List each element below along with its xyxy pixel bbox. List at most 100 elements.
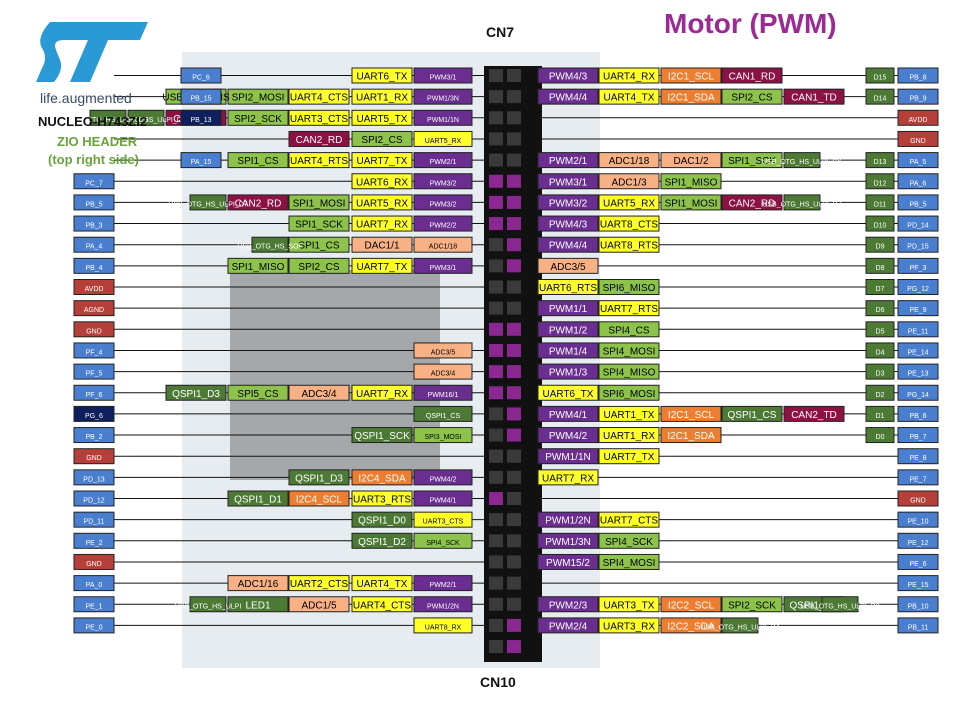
header-pin (507, 132, 521, 146)
left-pin-box-label: PB_13 (190, 117, 211, 124)
right-pin-box-label: PE_7 (909, 476, 926, 483)
right-pin-box (897, 575, 939, 592)
left-signal-box (351, 109, 413, 126)
right-pin-box (897, 617, 939, 634)
right-pin-box (897, 236, 939, 253)
right-signal-box (598, 194, 660, 211)
right-signal-box-label: PWM4/1 (549, 410, 588, 421)
right-pin-box (897, 215, 939, 232)
left-signal-box (413, 109, 473, 126)
left-signal-box (413, 511, 473, 528)
left-signal-box (413, 173, 473, 190)
left-signal-box-label: UART5_RX (356, 198, 408, 209)
arduino-pin-box (865, 173, 895, 190)
header-pin (507, 555, 521, 569)
left-signal-box-label: QSPI1_D2 (358, 537, 406, 548)
right-signal-box (721, 194, 783, 211)
left-signal-box (351, 575, 413, 592)
left-pin-box (73, 257, 115, 274)
header-pin (507, 576, 521, 590)
right-signal-box-label: I2C1_SDA (667, 93, 715, 104)
left-pin-box (73, 173, 115, 190)
right-signal-box (660, 427, 722, 444)
arduino-pin-box (865, 300, 895, 317)
left-pin-box (73, 300, 115, 317)
left-signal-box-label: CAN2_RD (235, 198, 282, 209)
arduino-pin-box-label: D1 (876, 413, 885, 420)
left-signal-box (413, 575, 473, 592)
left-signal-box (413, 532, 473, 549)
zio-header-label: ZIO HEADER (57, 134, 138, 149)
right-pin-box (897, 152, 939, 169)
left-signal-box (351, 490, 413, 507)
right-signal-box-label: PWM1/1 (549, 304, 588, 315)
left-signal-box-label: UART5_TX (357, 114, 408, 125)
header-pin (507, 174, 521, 188)
left-pin-box-label: PE_2 (85, 540, 102, 547)
left-signal-box-label: QSPI1_CS (426, 413, 461, 420)
left-signal-box (413, 427, 473, 444)
left-signal-box-label: UART3_CTS (290, 114, 348, 125)
left-signal-box-label: PWM4/1 (430, 498, 457, 505)
right-pin-box (897, 427, 939, 444)
right-signal-box (660, 405, 722, 422)
right-pin-box-label: PE_14 (907, 349, 928, 356)
left-pin-box (73, 532, 115, 549)
right-signal-box-label: QSPI1_CS (728, 410, 777, 421)
right-pin-box (897, 342, 939, 359)
right-signal-box (537, 236, 599, 253)
st-logo-icon (36, 22, 148, 82)
left-signal-box (288, 596, 350, 613)
right-signal-box (598, 363, 660, 380)
right-signal-box (660, 194, 722, 211)
header-pin (507, 217, 521, 231)
left-signal-box (288, 490, 350, 507)
right-signal-box (598, 596, 660, 613)
right-pin-box-label: PA_5 (910, 159, 927, 166)
left-signal-box (227, 490, 289, 507)
left-signal-box-label: PWM4/2 (430, 476, 457, 483)
left-signal-box-label: UART4_CTS (353, 600, 411, 611)
header-pin (507, 111, 521, 125)
right-pin-box-label: GND (910, 498, 926, 505)
left-signal-box-label: SPI2_MOSI (232, 93, 285, 104)
left-pin-box-label: AGND (84, 307, 104, 314)
left-signal-box (288, 575, 350, 592)
right-signal-box-label: USB_OTG_HS_ULPI_D4 (700, 624, 779, 631)
arduino-pin-box (865, 67, 895, 84)
right-pin-box-label: PE_15 (907, 582, 928, 589)
right-signal-box (721, 67, 783, 84)
arduino-pin-box-label: D14 (874, 96, 887, 103)
left-signal-box (413, 236, 473, 253)
left-signal-box-label: PWM1/3N (427, 96, 459, 103)
header-pin (507, 90, 521, 104)
left-signal-box (288, 236, 350, 253)
right-signal-box (537, 363, 599, 380)
header-pin (507, 365, 521, 379)
header-pin (507, 618, 521, 632)
right-pin-box-label: GND (910, 138, 926, 145)
right-signal-box (537, 469, 599, 486)
header-pin (489, 322, 503, 336)
header-pin (507, 492, 521, 505)
right-signal-box (537, 532, 599, 549)
left-signal-box-label: QSPI1_D3 (295, 473, 343, 484)
right-pin-box-label: PB_8 (909, 75, 926, 82)
right-signal-box-label: UART6_TX (543, 389, 594, 400)
arduino-pin-box-label: D3 (876, 371, 885, 378)
right-pin-box-label: PB_7 (909, 434, 926, 441)
arduino-pin-box-label: D0 (876, 434, 885, 441)
header-pin (489, 280, 503, 294)
left-signal-box-label: UART3_CTS (423, 519, 464, 526)
right-signal-box (721, 88, 783, 105)
right-pin-box (897, 469, 939, 486)
arduino-pin-box-label: D10 (874, 223, 887, 230)
left-pin-box (180, 88, 222, 105)
left-signal-box-label: UART7_RX (356, 389, 408, 400)
right-signal-box (537, 300, 599, 317)
right-signal-box-label: PWM4/3 (549, 220, 588, 231)
left-signal-box (288, 109, 350, 126)
left-signal-box-label: UART6_RX (356, 177, 408, 188)
right-pin-box-label: PB_10 (907, 603, 928, 610)
left-signal-box (189, 194, 227, 211)
